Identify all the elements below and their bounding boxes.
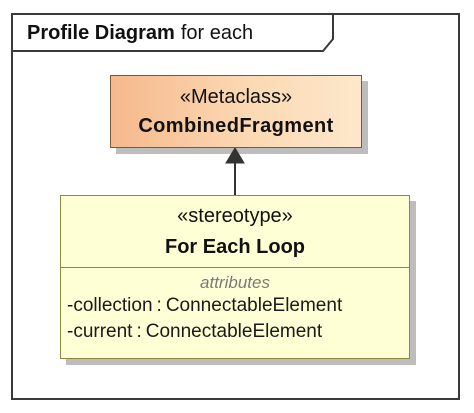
attribute-row[interactable]: -current:ConnectableElement — [61, 319, 409, 345]
attribute-name: -collection — [67, 295, 153, 316]
attribute-row[interactable]: -collection:ConnectableElement — [61, 293, 409, 319]
stereotype-header: «stereotype» For Each Loop — [61, 196, 409, 268]
metaclass-name: CombinedFragment — [138, 115, 334, 137]
frame-name-tab — [13, 15, 334, 52]
attributes-compartment-title: attributes — [200, 273, 270, 292]
metaclass-combined-fragment[interactable]: «Metaclass» CombinedFragment — [110, 75, 362, 148]
attribute-separator: : — [156, 295, 162, 316]
attributes-compartment: attributes -collection:ConnectableElemen… — [61, 273, 409, 345]
attribute-separator: : — [136, 321, 142, 342]
stereotype-name: For Each Loop — [165, 236, 305, 258]
attribute-type: ConnectableElement — [165, 295, 343, 316]
attribute-name: -current — [67, 321, 133, 342]
metaclass-stereotype-label: «Metaclass» — [179, 86, 293, 108]
frame-diagram-name: for each — [180, 22, 254, 44]
stereotype-for-each-loop[interactable]: «stereotype» For Each Loop attributes -c… — [60, 195, 410, 359]
attribute-type: ConnectableElement — [145, 321, 323, 342]
stereotype-keyword-label: «stereotype» — [177, 205, 293, 227]
extension-arrowhead-icon — [225, 147, 245, 164]
frame-kind-label: Profile Diagram — [27, 22, 175, 44]
